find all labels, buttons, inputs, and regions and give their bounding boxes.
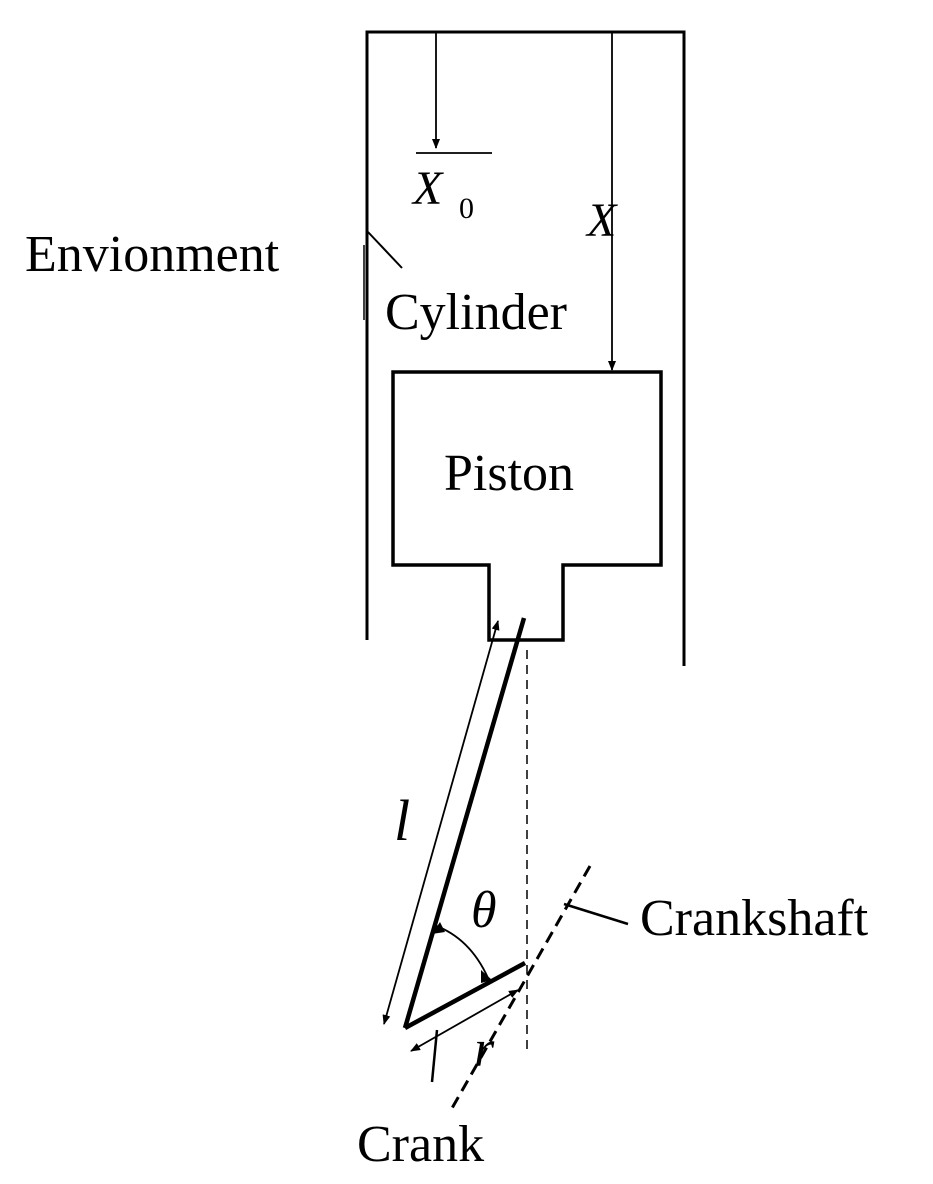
crank-label: Crank [357, 1116, 484, 1173]
cylinder-label: Cylinder [385, 284, 567, 341]
rod-length-dimension [382, 620, 500, 1025]
piston-label: Piston [444, 445, 574, 502]
angle-arrowhead-bottom [481, 970, 492, 983]
rod-length-symbol: l [394, 788, 410, 853]
cylinder-left-wall [365, 30, 686, 666]
cylinder-walls [365, 30, 686, 666]
piston-body [391, 370, 663, 642]
environment-label: Envionment [25, 226, 280, 283]
connecting-rod [402, 617, 527, 1029]
x-symbol: X [585, 194, 618, 247]
x0-symbol: X [411, 162, 444, 215]
crank-radius-dimension [410, 989, 519, 1052]
crank-radius-symbol: r [474, 1021, 495, 1078]
angle-arrowhead-top [432, 922, 445, 934]
environment-leader-line [367, 231, 403, 269]
crankshaft-label: Crankshaft [640, 890, 869, 947]
angle-symbol: θ [471, 882, 497, 939]
crankshaft-line [449, 865, 592, 1111]
crankshaft-leader-line [563, 902, 629, 926]
x0-subscript: 0 [459, 192, 474, 225]
